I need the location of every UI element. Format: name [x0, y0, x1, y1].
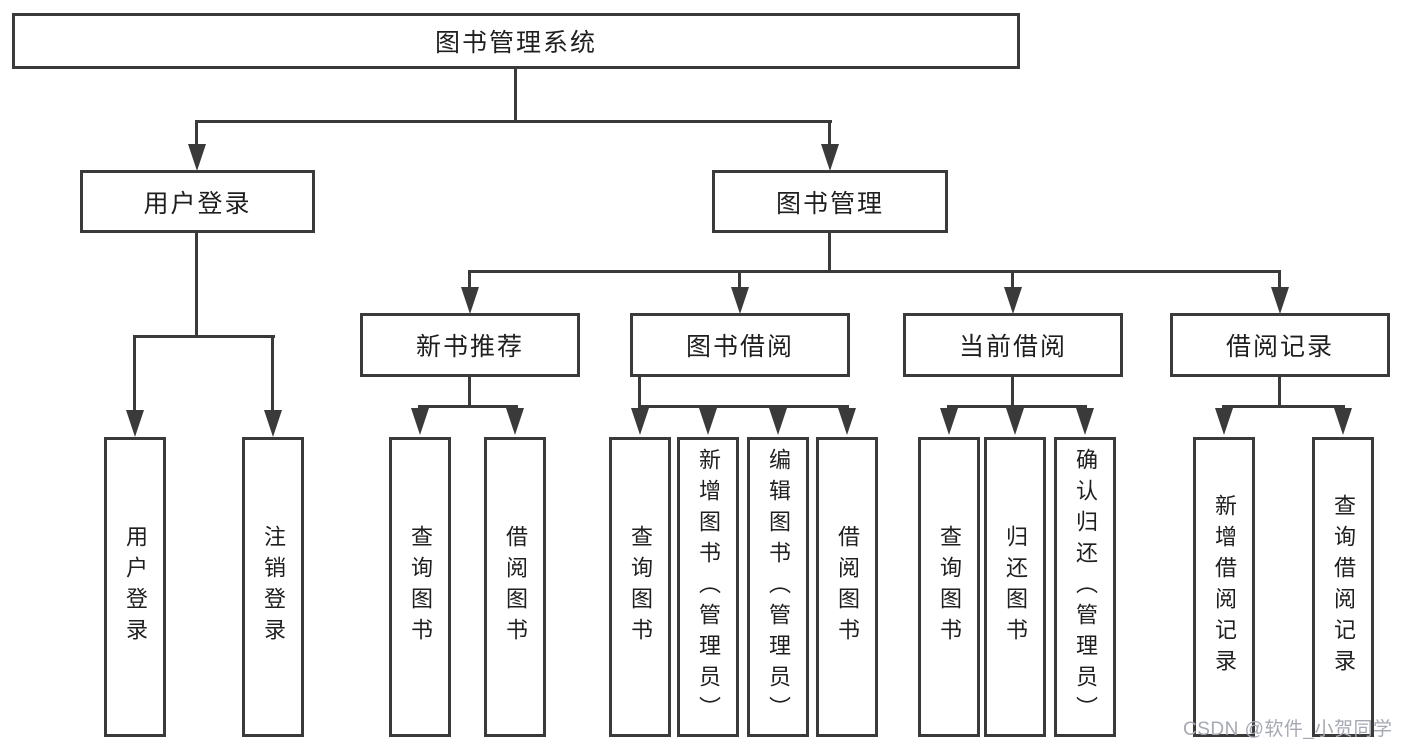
arrowhead-down-icon: [1215, 408, 1233, 435]
arrowhead-down-icon: [1334, 408, 1352, 435]
connector-level3-drop: [468, 270, 471, 290]
arrowhead-down-icon: [411, 408, 429, 435]
arrowhead-down-icon: [699, 408, 717, 435]
leaf-cb-return-books-label: 归还图书: [1003, 525, 1028, 649]
connector-current-borrow-stem: [1011, 377, 1014, 405]
arrowhead-down-icon: [731, 287, 749, 314]
connector-user-login-drop: [195, 120, 198, 148]
connector-root-bar: [195, 120, 832, 123]
arrowhead-down-icon: [264, 410, 282, 437]
leaf-bb-edit-books-admin-label: 编辑图书（管理员）: [766, 447, 791, 727]
arrowhead-down-icon: [188, 144, 206, 171]
arrowhead-down-icon: [1006, 408, 1024, 435]
leaf-br-add-record-label: 新增借阅记录: [1212, 494, 1237, 680]
arrowhead-down-icon: [506, 408, 524, 435]
leaf-bb-add-books-admin-label: 新增图书（管理员）: [696, 447, 721, 727]
connector-level3-drop: [1278, 270, 1281, 290]
connector-borrow-records-bar: [1222, 405, 1345, 408]
leaf-bb-add-books-admin: 新增图书（管理员）: [677, 437, 739, 737]
leaf-cb-query-books-label: 查询图书: [937, 525, 962, 649]
node-current-borrow: 当前借阅: [903, 313, 1123, 377]
node-book-mgmt-label: 图书管理: [775, 189, 884, 218]
arrowhead-down-icon: [1004, 287, 1022, 314]
leaf-rec-borrow-books-label: 借阅图书: [503, 525, 528, 649]
leaf-cb-confirm-return-admin: 确认归还（管理员）: [1054, 437, 1116, 737]
arrowhead-down-icon: [940, 408, 958, 435]
node-book-mgmt: 图书管理: [712, 170, 948, 233]
connector-book-borrow-bar: [638, 405, 849, 408]
connector-book-mgmt-bar: [468, 270, 1281, 273]
connector-book-borrow-stem: [638, 377, 641, 405]
leaf-bb-borrow-books: 借阅图书: [816, 437, 878, 737]
connector-root-stem: [514, 69, 517, 120]
leaf-user-login: 用户登录: [104, 437, 166, 737]
connector-level3-drop: [738, 270, 741, 290]
leaf-rec-query-books-label: 查询图书: [408, 525, 433, 649]
leaf-br-query-record: 查询借阅记录: [1312, 437, 1374, 737]
leaf-rec-query-books: 查询图书: [389, 437, 451, 737]
connector-borrow-records-stem: [1278, 377, 1281, 405]
leaf-user-login-label: 用户登录: [123, 525, 148, 649]
node-user-login-label: 用户登录: [143, 189, 252, 218]
leaf-br-add-record: 新增借阅记录: [1193, 437, 1255, 737]
connector-user-login-bar: [133, 335, 275, 338]
leaf-cb-return-books: 归还图书: [984, 437, 1046, 737]
node-current-borrow-label: 当前借阅: [958, 333, 1067, 361]
arrowhead-down-icon: [1271, 287, 1289, 314]
connector-leaf-drop: [133, 335, 136, 412]
node-book-borrow-label: 图书借阅: [685, 333, 794, 361]
connector-user-login-stem: [195, 233, 198, 335]
leaf-bb-borrow-books-label: 借阅图书: [835, 525, 860, 649]
leaf-bb-query-books-label: 查询图书: [628, 525, 653, 649]
node-borrow-records-label: 借阅记录: [1225, 333, 1334, 361]
node-book-borrow: 图书借阅: [630, 313, 850, 377]
arrowhead-down-icon: [838, 408, 856, 435]
arrowhead-down-icon: [769, 408, 787, 435]
node-root: 图书管理系统: [12, 13, 1020, 69]
leaf-logout-label: 注销登录: [261, 525, 286, 649]
connector-leaf-drop: [271, 335, 274, 412]
connector-level3-drop: [1011, 270, 1014, 290]
connector-new-book-rec-bar: [418, 405, 518, 408]
node-root-label: 图书管理系统: [434, 29, 597, 57]
arrowhead-down-icon: [1076, 408, 1094, 435]
node-new-book-rec-label: 新书推荐: [415, 333, 524, 361]
node-user-login: 用户登录: [80, 170, 315, 233]
node-borrow-records: 借阅记录: [1170, 313, 1390, 377]
arrowhead-down-icon: [631, 408, 649, 435]
leaf-rec-borrow-books: 借阅图书: [484, 437, 546, 737]
arrowhead-down-icon: [821, 144, 839, 171]
csdn-watermark: CSDN @软件_小贺同学: [1183, 719, 1393, 740]
node-new-book-rec: 新书推荐: [360, 313, 580, 377]
connector-book-mgmt-drop: [828, 120, 831, 148]
leaf-bb-query-books: 查询图书: [609, 437, 671, 737]
leaf-cb-query-books: 查询图书: [918, 437, 980, 737]
arrowhead-down-icon: [461, 287, 479, 314]
connector-new-book-rec-stem: [468, 377, 471, 405]
arrowhead-down-icon: [126, 410, 144, 437]
connector-book-mgmt-stem: [828, 233, 831, 270]
leaf-br-query-record-label: 查询借阅记录: [1331, 494, 1356, 680]
leaf-bb-edit-books-admin: 编辑图书（管理员）: [747, 437, 809, 737]
connector-current-borrow-bar: [947, 405, 1087, 408]
leaf-cb-confirm-return-admin-label: 确认归还（管理员）: [1073, 447, 1098, 727]
leaf-logout: 注销登录: [242, 437, 304, 737]
